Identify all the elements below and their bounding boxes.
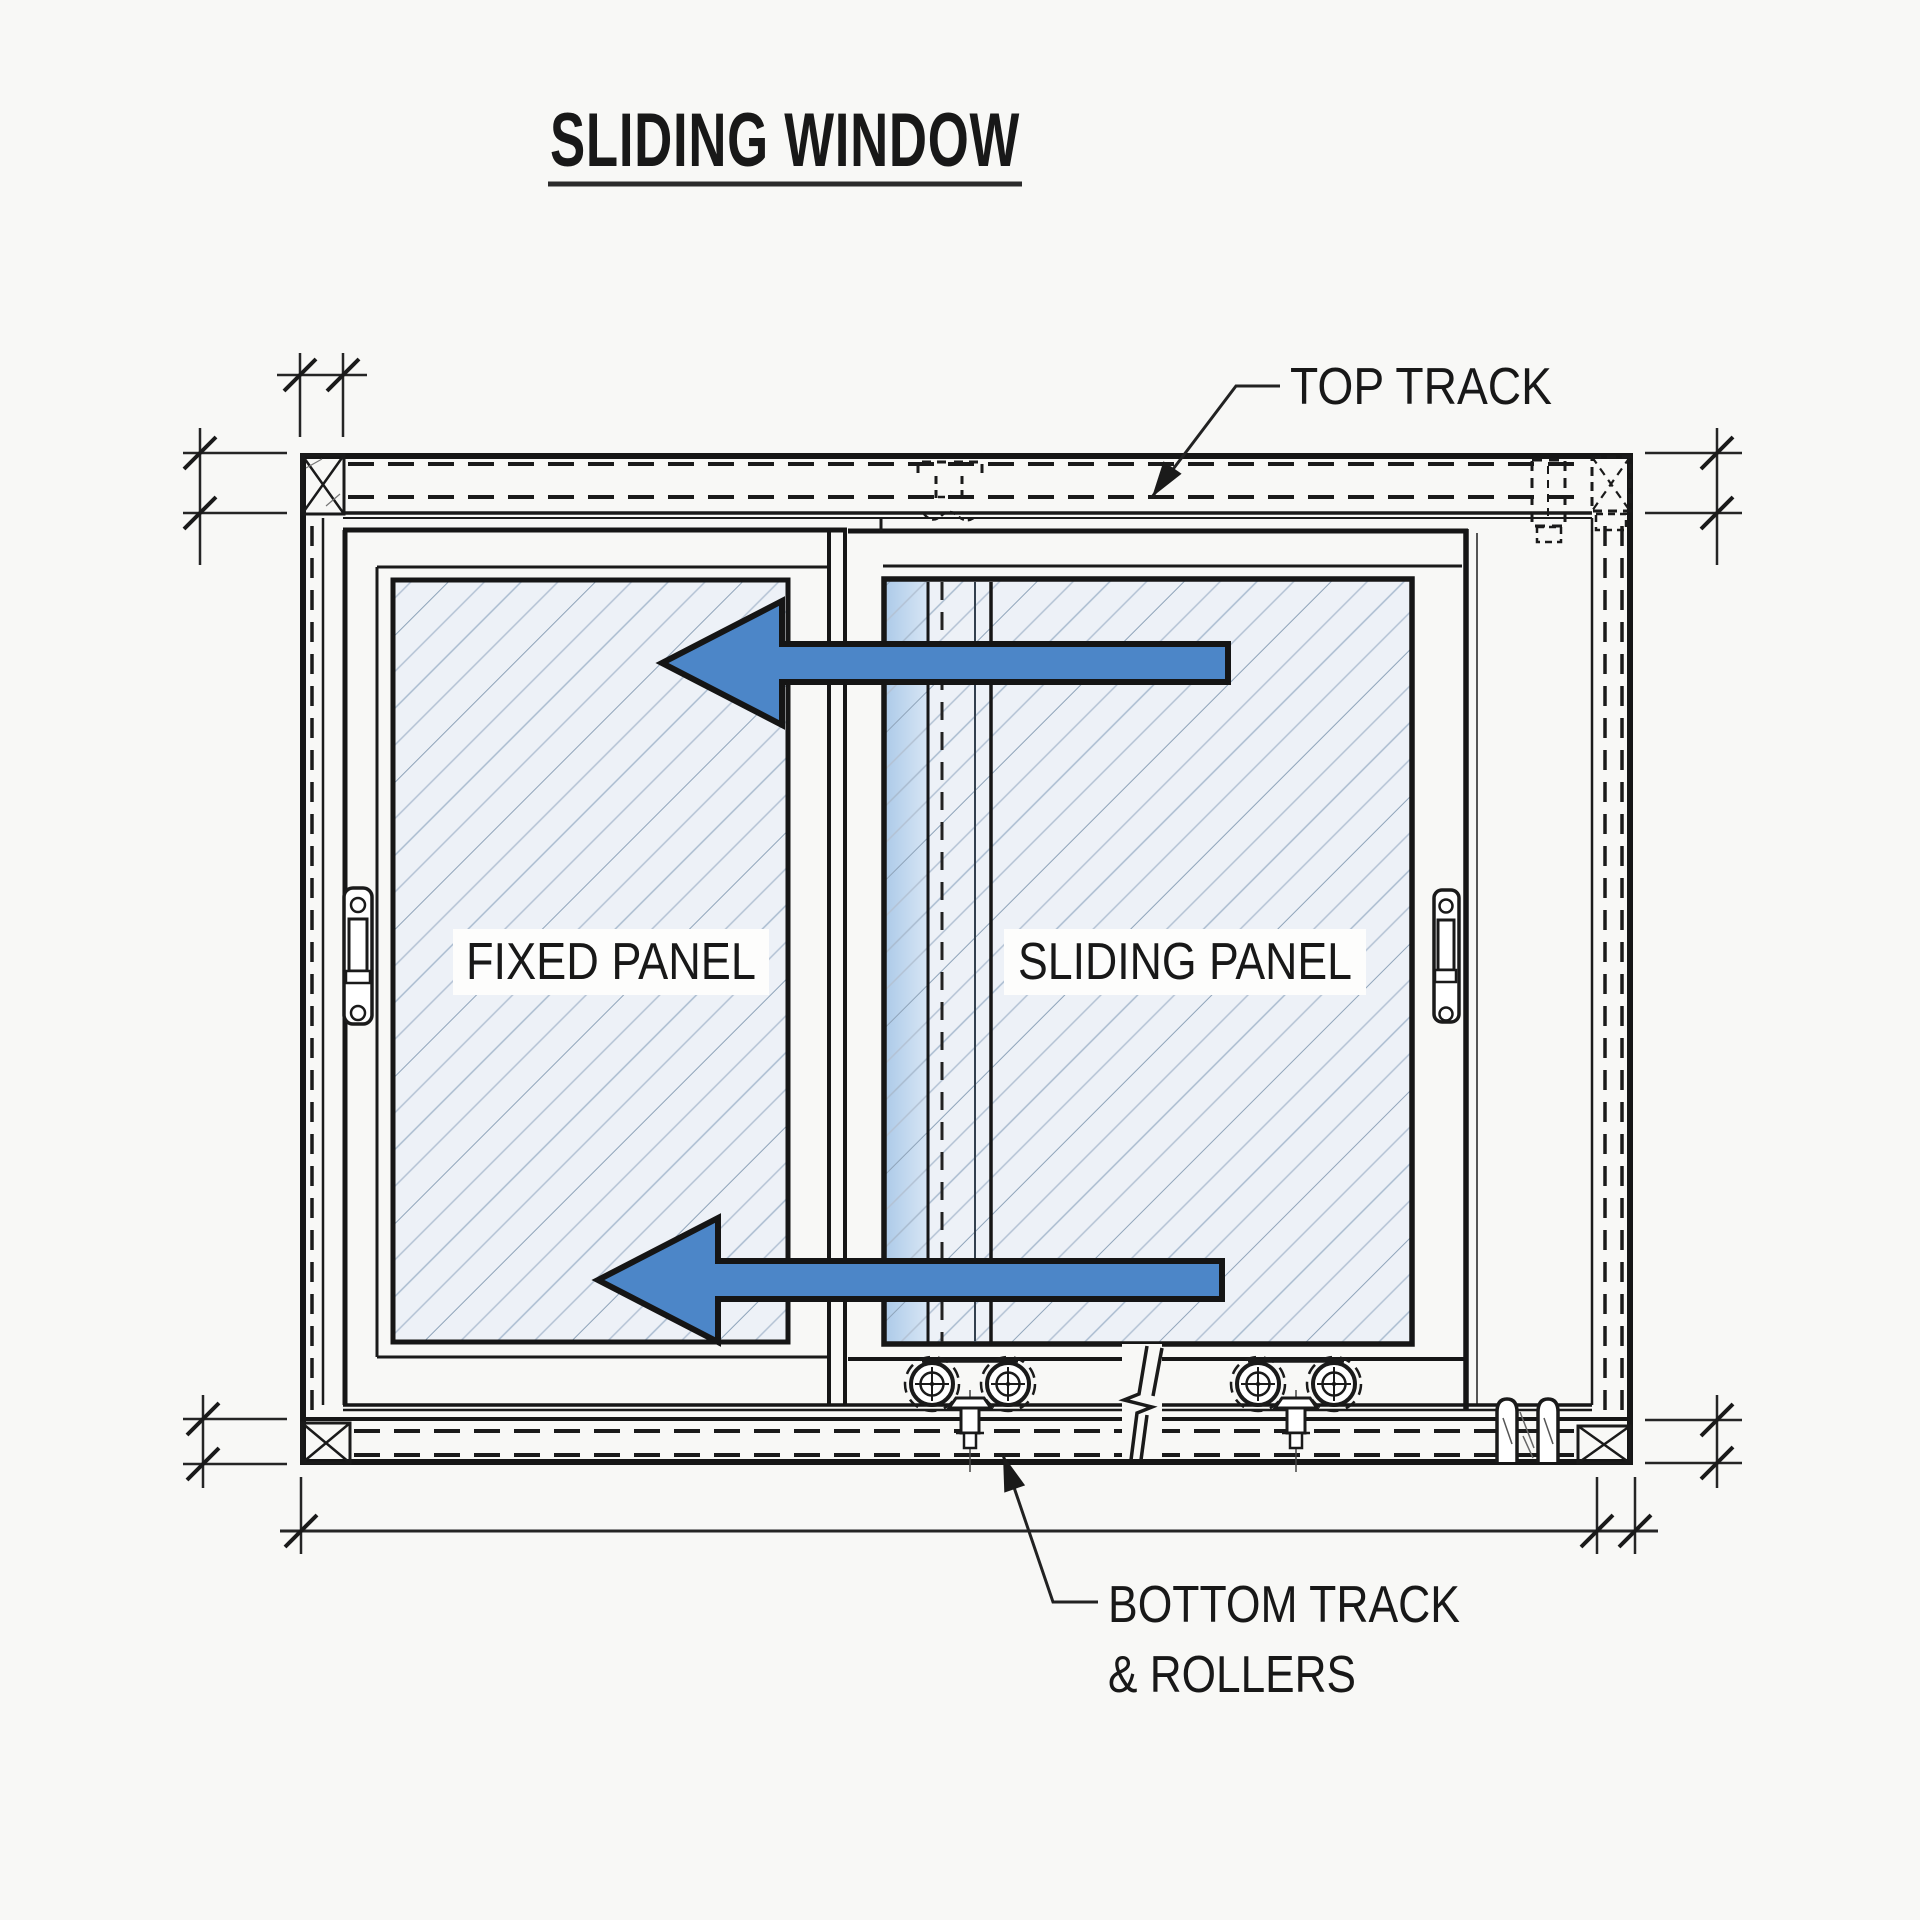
screw-icon (1438, 1006, 1454, 1022)
sliding-panel-label-box (1004, 929, 1366, 995)
sliding-panel-label: SLIDING PANEL (1018, 933, 1352, 991)
dimension-ticks (182, 357, 1735, 1549)
leader-arrowhead-icon (1003, 1455, 1026, 1493)
fixed-panel-label: FIXED PANEL (466, 933, 756, 991)
break-symbol (1118, 1344, 1164, 1461)
frame-outline (300, 453, 1633, 1465)
corner-block-top-left (300, 453, 346, 516)
latch-plate-right (1432, 888, 1461, 1024)
corner-block-bottom-right (1576, 1424, 1632, 1465)
rollers-and-hardware (903, 458, 1567, 1474)
page-title: SLIDING WINDOW (550, 98, 1020, 183)
slide-left-arrow-icon (591, 1213, 1225, 1347)
top-guide-hidden (916, 460, 984, 522)
corner-block-bottom-left (300, 1421, 352, 1465)
lock-keeper-left (342, 886, 374, 1026)
callout-bottom-track: BOTTOM TRACK & ROLLERS (1001, 1454, 1460, 1704)
leader-arrowhead-icon (1152, 461, 1182, 497)
top-guide-right-hidden (1530, 458, 1567, 544)
fixed-panel-label-box (453, 929, 769, 995)
top-track-label: TOP TRACK (1290, 358, 1552, 416)
bottom-guide-bracket (1495, 1397, 1560, 1462)
corner-block-top-right (1590, 455, 1632, 532)
leader-line (1001, 1454, 1098, 1604)
screw-icon (349, 1004, 367, 1022)
callout-top-track: TOP TRACK (1150, 358, 1552, 498)
bottom-track-label-line2: & ROLLERS (1108, 1646, 1356, 1704)
bottom-track-label-line1: BOTTOM TRACK (1108, 1576, 1460, 1634)
panel-labels: FIXED PANEL SLIDING PANEL (453, 929, 1366, 995)
screw-icon (349, 896, 367, 914)
leader-line (1150, 384, 1280, 498)
diagram-title: SLIDING WINDOW (548, 98, 1022, 187)
dimension-marks (182, 353, 1742, 1554)
slide-left-arrow-icon (655, 596, 1231, 730)
screw-icon (1438, 898, 1454, 914)
slide-direction-arrows (591, 596, 1231, 1347)
